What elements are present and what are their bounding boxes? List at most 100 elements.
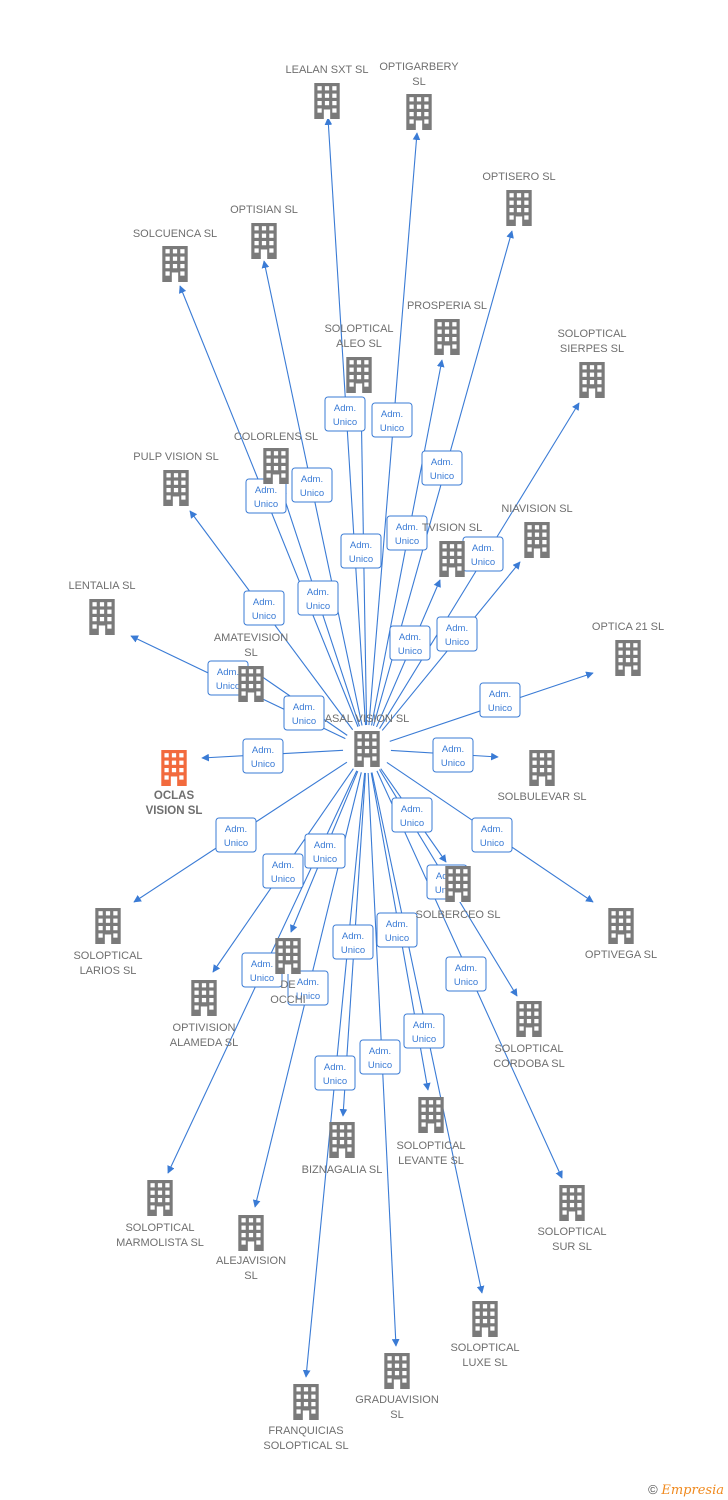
relation-label-biznagalia[interactable]: Adm.Unico [332,924,374,960]
relation-label-tvision[interactable]: Adm.Unico [389,625,431,661]
relation-label-text: Adm. [293,702,315,713]
relation-label-box [391,797,433,833]
relation-label-pulp[interactable]: Adm.Unico [243,590,285,626]
company-node-solcuenca[interactable]: SOLCUENCA SL [133,228,217,282]
building-icon [293,1384,319,1420]
building-icon [445,866,471,902]
company-node-lealan[interactable]: LEALAN SXT SL [286,64,369,119]
relation-label-text: Adm. [431,457,453,468]
relation-label-box [287,970,329,1006]
relation-label-luxe[interactable]: Adm.Unico [376,912,418,948]
brand-logo[interactable]: Empresia [661,1483,724,1498]
relation-label-prosperia[interactable]: Adm.Unico [386,515,428,551]
building-icon [579,362,605,398]
relation-label-graduavision[interactable]: Adm.Unico [359,1039,401,1075]
copyright-symbol: © [648,1482,658,1497]
relation-label-aleo[interactable]: Adm.Unico [340,533,382,569]
relation-label-optigarbery[interactable]: Adm.Unico [371,402,413,438]
relation-label-larios[interactable]: Adm.Unico [215,817,257,853]
relation-label-occhi[interactable]: Adm.Unico [304,833,346,869]
relation-label-franquicias[interactable]: Adm.Unico [314,1055,356,1091]
node-label: LENTALIA SL [68,580,135,592]
node-label: SL [244,647,257,659]
relation-label-optisero[interactable]: Adm.Unico [421,450,463,486]
relation-label-box [297,580,339,616]
relation-label-text: Adm. [446,623,468,634]
relation-label-text: Adm. [342,931,364,942]
relation-label-text: Adm. [455,963,477,974]
relation-label-box [471,817,513,853]
relation-label-colorlens[interactable]: Adm.Unico [297,580,339,616]
relation-label-box [291,467,333,503]
relation-label-levante[interactable]: Adm.Unico [403,1013,445,1049]
relation-label-optisian[interactable]: Adm.Unico [291,467,333,503]
company-node-tvision[interactable]: TVISION SL [422,522,483,577]
relation-label-niavision[interactable]: Adm.Unico [436,616,478,652]
relation-label-alameda[interactable]: Adm.Unico [262,853,304,889]
relation-label-text: Unico [296,991,320,1002]
node-label: SOLOPTICAL [537,1226,606,1238]
relation-label-solbulevar[interactable]: Adm.Unico [432,737,474,773]
relation-label-solcuenca[interactable]: Adm.Unico [245,478,287,514]
relation-label-sierpes[interactable]: Adm.Unico [462,536,504,572]
relation-label-alejavision[interactable]: Adm.Unico [287,970,329,1006]
company-node-colorlens[interactable]: COLORLENS SL [234,431,318,484]
company-node-solbulevar[interactable]: SOLBULEVAR SL [497,750,587,803]
relation-label-text: Adm. [314,840,336,851]
relation-label-solberceo[interactable]: Adm.Unico [391,797,433,833]
company-node-pulp[interactable]: PULP VISION SL [133,451,219,506]
relation-label-text: Unico [398,646,422,657]
relation-label-oclas[interactable]: Adm.Unico [242,738,284,774]
company-node-optivega[interactable]: OPTIVEGA SL [585,908,657,961]
relation-label-box [421,450,463,486]
relation-label-sur[interactable]: Adm.Unico [445,956,487,992]
node-label: PROSPERIA SL [407,300,487,312]
relation-label-optica21[interactable]: Adm.Unico [479,682,521,718]
company-node-optisian[interactable]: OPTISIAN SL [230,204,298,259]
relation-label-lealan[interactable]: Adm.Unico [324,396,366,432]
node-label: COLORLENS SL [234,431,318,443]
relation-label-box [436,616,478,652]
node-label: OPTICA 21 SL [592,621,664,633]
node-label: GRADUAVISION [355,1394,439,1406]
node-label: OPTISIAN SL [230,204,298,216]
relation-label-text: Unico [400,818,424,829]
node-label: LEVANTE SL [398,1155,464,1167]
company-node-optica21[interactable]: OPTICA 21 SL [592,621,664,676]
company-node-lentalia[interactable]: LENTALIA SL [68,580,136,635]
company-node-optisero[interactable]: OPTISERO SL [482,171,556,226]
relation-label-text: Adm. [396,522,418,533]
relation-label-amatevision[interactable]: Adm.Unico [283,695,325,731]
relation-label-text: Unico [306,601,330,612]
company-node-niavision[interactable]: NIAVISION SL [501,503,573,558]
relation-label-text: Adm. [334,403,356,414]
company-node-prosperia[interactable]: PROSPERIA SL [407,300,487,355]
relation-label-box [376,912,418,948]
relation-label-text: Unico [349,554,373,565]
company-node-biznagalia[interactable]: BIZNAGALIA SL [302,1122,383,1176]
center-node[interactable]: ASAL VISION SL [325,713,410,767]
building-icon [354,731,380,767]
relation-label-box [262,853,304,889]
relation-label-optivega[interactable]: Adm.Unico [471,817,513,853]
company-node-solberceo[interactable]: SOLBERCEO SL [416,866,501,921]
relation-label-text: Unico [250,973,274,984]
relation-label-text: Unico [441,758,465,769]
